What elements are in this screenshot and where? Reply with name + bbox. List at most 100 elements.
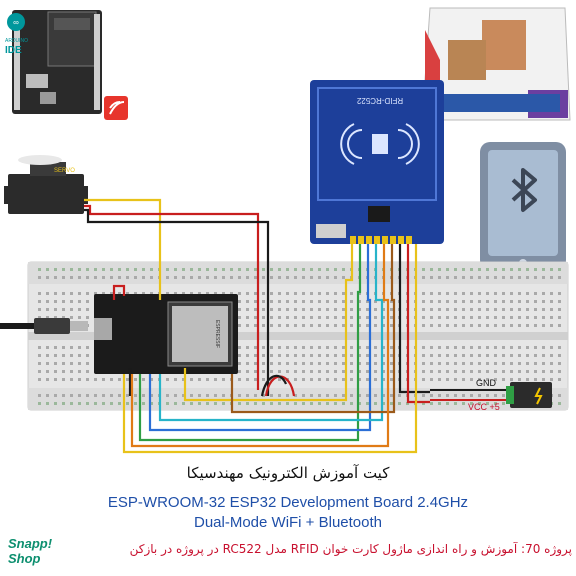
breadboard-hole: [342, 268, 345, 271]
breadboard-hole: [310, 346, 313, 349]
breadboard-hole: [446, 308, 449, 311]
breadboard-hole: [326, 324, 329, 327]
breadboard-hole: [254, 292, 257, 295]
breadboard-hole: [542, 316, 545, 319]
breadboard-hole: [222, 378, 225, 381]
breadboard-hole: [374, 346, 377, 349]
breadboard-hole: [214, 394, 217, 397]
breadboard-hole: [502, 362, 505, 365]
breadboard-hole: [134, 378, 137, 381]
breadboard-hole: [494, 276, 497, 279]
breadboard-hole: [86, 300, 89, 303]
breadboard-hole: [302, 354, 305, 357]
breadboard-hole: [214, 378, 217, 381]
breadboard-hole: [526, 354, 529, 357]
breadboard-hole: [222, 292, 225, 295]
breadboard-hole: [54, 276, 57, 279]
breadboard-hole: [230, 292, 233, 295]
breadboard-hole: [382, 394, 385, 397]
breadboard-hole: [462, 402, 465, 405]
breadboard-hole: [350, 394, 353, 397]
rfid-rst-wire: [230, 244, 396, 414]
breadboard-hole: [558, 324, 561, 327]
breadboard-hole: [558, 362, 561, 365]
breadboard-hole: [350, 378, 353, 381]
breadboard-hole: [334, 276, 337, 279]
breadboard-hole: [358, 354, 361, 357]
breadboard-hole: [302, 300, 305, 303]
breadboard-hole: [494, 300, 497, 303]
breadboard-hole: [510, 308, 513, 311]
breadboard-hole: [182, 402, 185, 405]
breadboard-hole: [38, 402, 41, 405]
breadboard-hole: [550, 324, 553, 327]
breadboard-hole: [558, 370, 561, 373]
breadboard-hole: [358, 402, 361, 405]
breadboard-hole: [494, 346, 497, 349]
breadboard-hole: [62, 316, 65, 319]
breadboard-hole: [110, 402, 113, 405]
breadboard-hole: [390, 370, 393, 373]
breadboard-hole: [318, 268, 321, 271]
breadboard-hole: [38, 362, 41, 365]
breadboard-hole: [470, 316, 473, 319]
breadboard-hole: [310, 324, 313, 327]
breadboard-hole: [254, 370, 257, 373]
breadboard-hole: [54, 316, 57, 319]
breadboard-hole: [438, 308, 441, 311]
breadboard-hole: [294, 316, 297, 319]
breadboard-hole: [238, 362, 241, 365]
breadboard-hole: [350, 402, 353, 405]
breadboard-hole: [262, 276, 265, 279]
breadboard-hole: [254, 394, 257, 397]
breadboard-hole: [326, 316, 329, 319]
breadboard-hole: [550, 362, 553, 365]
gnd-label: GND: [476, 378, 497, 388]
breadboard-hole: [70, 402, 73, 405]
breadboard-hole: [70, 394, 73, 397]
breadboard-hole: [270, 268, 273, 271]
breadboard-hole: [454, 300, 457, 303]
breadboard-hole: [270, 292, 273, 295]
breadboard-hole: [78, 354, 81, 357]
breadboard-hole: [454, 268, 457, 271]
breadboard-hole: [70, 292, 73, 295]
breadboard-hole: [310, 316, 313, 319]
breadboard-hole: [278, 394, 281, 397]
breadboard-hole: [206, 378, 209, 381]
breadboard-hole: [46, 276, 49, 279]
breadboard-hole: [446, 324, 449, 327]
breadboard-hole: [38, 276, 41, 279]
breadboard-hole: [294, 346, 297, 349]
breadboard-hole: [518, 292, 521, 295]
breadboard-hole: [358, 300, 361, 303]
breadboard-hole: [270, 316, 273, 319]
breadboard-hole: [350, 292, 353, 295]
breadboard-hole: [126, 276, 129, 279]
breadboard-hole: [478, 308, 481, 311]
rfid-mosi-wire: [148, 244, 372, 432]
breadboard-hole: [470, 370, 473, 373]
breadboard-hole: [470, 354, 473, 357]
project-caption: پروژه 70: آموزش و راه اندازی ماژول کارت …: [129, 542, 572, 556]
breadboard-hole: [246, 402, 249, 405]
rfid-irq-wire: [122, 244, 418, 454]
breadboard-hole: [110, 276, 113, 279]
breadboard-hole: [406, 402, 409, 405]
breadboard-hole: [470, 300, 473, 303]
breadboard-hole: [486, 292, 489, 295]
breadboard-hole: [350, 362, 353, 365]
breadboard-hole: [206, 402, 209, 405]
breadboard-hole: [478, 276, 481, 279]
breadboard-hole: [342, 300, 345, 303]
breadboard-hole: [326, 268, 329, 271]
breadboard-hole: [374, 354, 377, 357]
breadboard-hole: [478, 354, 481, 357]
breadboard-hole: [286, 268, 289, 271]
rfid-module: RFID-RC522: [310, 80, 444, 244]
breadboard-hole: [374, 378, 377, 381]
breadboard-hole: [278, 402, 281, 405]
breadboard-hole: [142, 276, 145, 279]
breadboard-hole: [462, 394, 465, 397]
breadboard-hole: [238, 370, 241, 373]
